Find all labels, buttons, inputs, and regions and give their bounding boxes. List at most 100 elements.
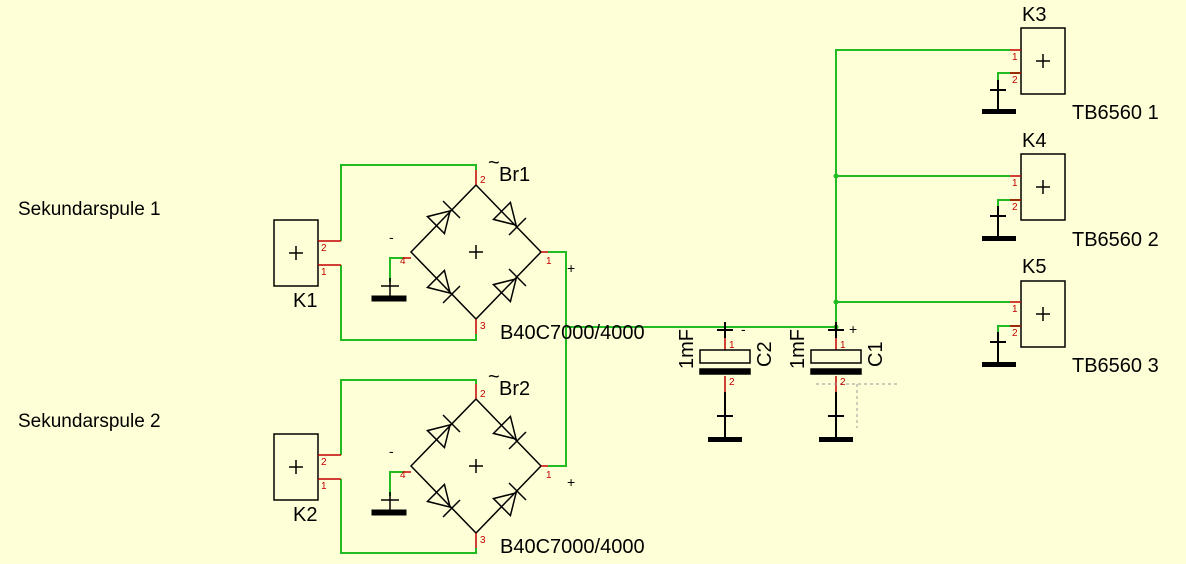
junction-dot [833,299,839,305]
wire-br2-plus[interactable] [548,327,567,467]
pin-label: 1 [1012,52,1018,63]
ground-icon [717,392,733,438]
ground-bar [708,437,742,442]
ground-icon [381,492,399,512]
pin-label: 2 [840,377,846,388]
selection-outline [816,383,900,428]
polarity-minus: - [741,321,746,337]
wire-br1-gnd[interactable] [389,257,404,282]
connector-label: K3 [1022,4,1046,26]
connector-box-icon [273,219,319,287]
connector-label: K4 [1022,130,1046,152]
capacitor-c1[interactable]: 1 2 + C1 1mF [787,321,900,442]
bridge-name: Br1 [499,164,530,186]
connector-box-icon [1020,280,1066,348]
plus-icon [1036,54,1050,68]
pin-label: 1 [840,340,846,351]
wire-bus-k3[interactable] [835,49,1010,327]
ground-bar [819,437,853,442]
connector-box-icon [1020,153,1066,221]
ground-icon [990,332,1006,363]
capacitor-c2[interactable]: 1 2 - C2 1mF [676,321,776,442]
connector-k4[interactable]: 1 2 K4 TB6560 2 [982,130,1159,251]
pin-label: 3 [480,535,486,546]
connector-k3[interactable]: 1 2 K3 TB6560 1 [982,4,1159,124]
ground-icon [381,278,399,298]
plus-icon [289,246,303,260]
pin-label: 2 [480,175,486,186]
pin-label: 2 [1012,328,1018,339]
plus-icon [1036,307,1050,321]
polarity-plus: + [567,474,575,490]
wire-k2-br2-top[interactable] [340,379,477,455]
wire-br2-gnd[interactable] [389,471,404,496]
pin-leads [404,384,548,548]
polarity-minus: - [389,229,394,245]
electrolytic-capacitor-icon [810,349,862,375]
pin-label: 2 [1012,202,1018,213]
connector-label: K1 [293,290,317,312]
bridge-rectifier-icon [409,397,543,535]
pin-label: 1 [321,481,327,492]
pin-label: 2 [321,243,327,254]
ground-bar [982,236,1016,241]
connector-value: TB6560 2 [1072,229,1159,251]
connector-k1[interactable]: 2 1 K1 [273,219,341,312]
connector-value: TB6560 1 [1072,102,1159,124]
plus-icon [1036,180,1050,194]
wire-k1-br1-bottom[interactable] [340,265,477,341]
pin-label: 3 [480,321,486,332]
connector-box-icon [1020,27,1066,95]
pin-label: 1 [1012,304,1018,315]
ground-icon [990,206,1006,237]
pin-label: 2 [1012,75,1018,86]
wire-br1-plus[interactable] [548,251,567,327]
wire-k2-br2-bottom[interactable] [340,479,477,554]
bridge-name: Br2 [499,378,530,400]
capacitor-value: 1mF [787,329,809,369]
bridge-value: B40C7000/4000 [500,536,645,558]
pin-label: 4 [400,470,406,481]
ground-bar [371,509,407,516]
pin-label: 4 [400,256,406,267]
pin-label: 2 [729,377,735,388]
connector-box-icon [273,433,319,501]
connector-label: K2 [293,504,317,526]
electrolytic-capacitor-icon [699,349,751,375]
capacitor-name: C2 [754,341,776,367]
pin-label: 1 [546,256,552,267]
pin-leads [404,170,548,334]
coil-label-1: Sekundarspule 1 [18,199,161,220]
pin-leads [1010,49,1021,74]
ground-icon [828,392,844,438]
ground-br1 [371,278,407,302]
polarity-plus: + [567,260,575,276]
ground-bar [982,109,1016,114]
pin-label: 2 [321,457,327,468]
polarity-minus: - [389,443,394,459]
cap-plus-mark [717,322,733,338]
wire-k1-br1-top[interactable] [340,164,477,241]
connector-k5[interactable]: 1 2 K5 TB6560 3 [982,256,1159,377]
connector-k2[interactable]: 2 1 K2 [273,433,341,526]
tilde-label: ~ [488,366,500,388]
wires [340,49,1020,554]
bridge-br1[interactable]: 2 1 3 4 - + ~ Br1 B40C7000/4000 [389,152,645,344]
bridge-br2[interactable]: 2 1 3 4 - + ~ Br2 B40C7000/4000 [389,366,645,558]
capacitor-value: 1mF [676,329,698,369]
pin-label: 2 [480,389,486,400]
polarity-plus: + [849,321,857,337]
pin-leads [1010,301,1021,327]
ground-bar [371,295,407,302]
pin-label: 1 [546,470,552,481]
capacitor-name: C1 [865,341,887,367]
pin-leads [1010,175,1021,201]
pin-label: 1 [1012,178,1018,189]
pin-leads [318,454,341,480]
ground-icon [990,80,1006,110]
plus-icon [289,460,303,474]
pin-label: 1 [321,267,327,278]
pin-leads [318,240,341,266]
connector-value: TB6560 3 [1072,355,1159,377]
